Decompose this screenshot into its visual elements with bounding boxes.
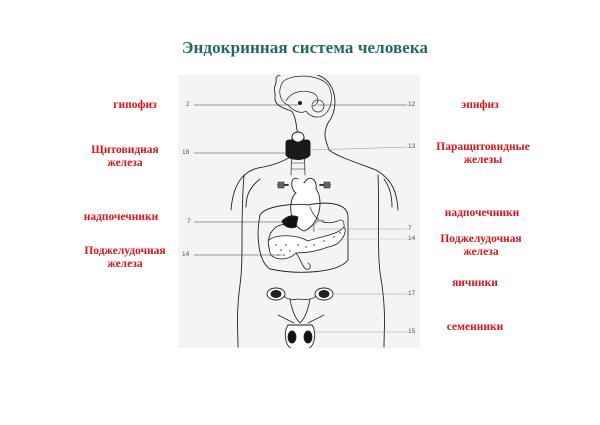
label-parathyroid-line2: железы: [463, 154, 503, 166]
label-adrenals-left: надпочечники: [83, 211, 159, 223]
callout-number-17: 17: [408, 290, 416, 297]
label-ovaries: яичники: [452, 277, 498, 289]
label-parathyroid-line1: Паращитовидные: [436, 141, 530, 153]
callout-number-18: 18: [182, 149, 190, 156]
label-adrenals-right: надпочечники: [444, 207, 520, 219]
label-pineal: эпифиз: [461, 99, 499, 111]
label-pancreas-right-line1: Поджелудочная: [440, 233, 522, 245]
callout-number-15: 15: [408, 328, 416, 335]
label-pancreas-left-line1: Поджелудочная: [84, 245, 166, 257]
label-pancreas-left: Поджелудочная железа: [70, 245, 180, 271]
callout-number-2: 2: [186, 101, 190, 108]
label-thyroid: Щитовидная железа: [80, 144, 170, 170]
label-pancreas-left-line2: железа: [107, 258, 143, 270]
label-parathyroid: Паращитовидные железы: [428, 141, 538, 167]
label-pancreas-right-line2: железа: [463, 246, 499, 258]
adrenal-gland: [281, 215, 299, 229]
callout-number-7-right: 7: [408, 225, 412, 232]
label-thyroid-line2: железа: [107, 157, 143, 169]
label-pituitary: гипофиз: [113, 99, 157, 111]
label-pancreas-right: Поджелудочная железа: [427, 233, 535, 259]
callout-number-14-left: 14: [182, 251, 190, 258]
human-body-illustration: [193, 75, 408, 348]
body-diagram-panel: 2 18 7 14 12 13 7 14 17 15: [178, 75, 420, 348]
head-outline: [273, 75, 336, 151]
label-testes: семенники: [446, 321, 504, 333]
callout-number-7-left: 7: [187, 218, 191, 225]
thyroid-gland: [285, 139, 311, 160]
callout-number-14-right: 14: [408, 235, 416, 242]
diagram-title: Эндокринная система человека: [181, 38, 429, 57]
label-thyroid-line1: Щитовидная: [91, 144, 159, 156]
callout-number-12: 12: [408, 101, 416, 108]
pancreas: [267, 226, 346, 260]
callout-number-13: 13: [408, 143, 416, 150]
